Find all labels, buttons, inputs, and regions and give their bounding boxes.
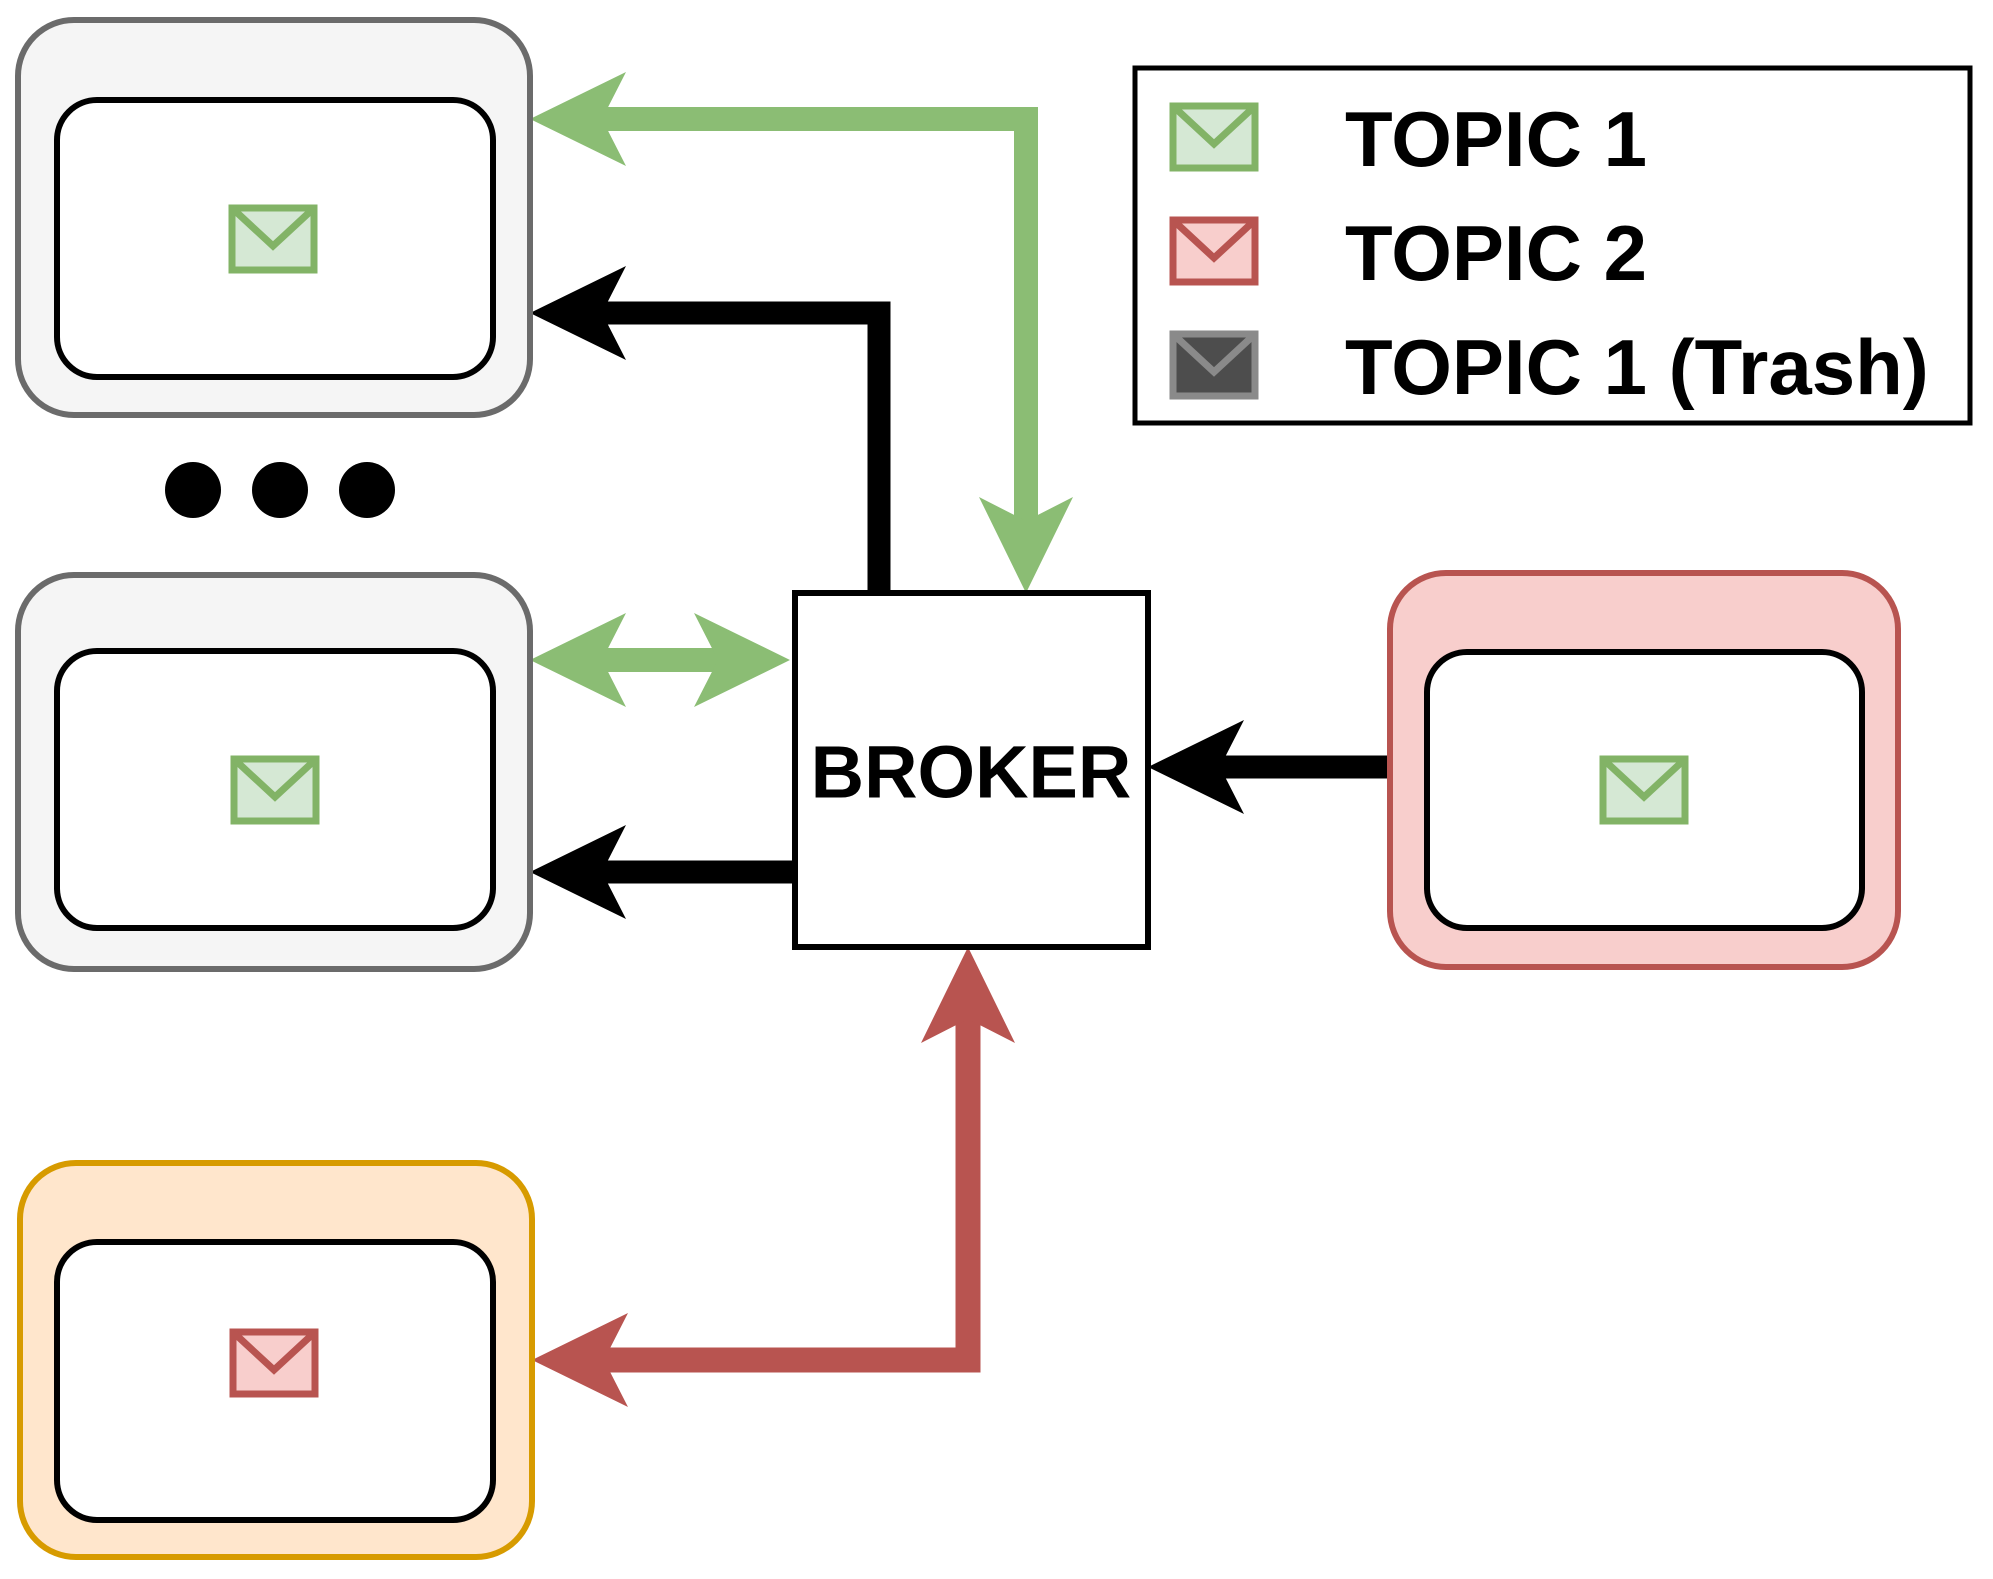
subscriber-node-1 — [15, 17, 533, 418]
arrowhead-up-icon — [921, 947, 1015, 1043]
ellipsis-dot — [252, 462, 308, 518]
envelope-topic1-icon — [1603, 759, 1685, 821]
legend-item-topic1: TOPIC 1 — [1173, 95, 1647, 183]
ellipsis-dot — [339, 462, 395, 518]
publisher-node-bottom — [17, 1160, 535, 1560]
arrowhead-right-icon — [694, 613, 790, 707]
legend-label: TOPIC 1 — [1345, 95, 1647, 183]
edge-broker-subscriber1-trash — [530, 266, 891, 593]
envelope-trash-icon — [1173, 334, 1255, 396]
broker-box — [792, 590, 1151, 950]
legend: TOPIC 1 TOPIC 2 TOPIC 1 (Trash) — [1132, 65, 1973, 426]
broker-node: BROKER — [792, 590, 1151, 950]
envelope-topic1-icon — [234, 759, 316, 821]
arrowhead-down-icon — [979, 497, 1073, 593]
legend-item-topic1-trash: TOPIC 1 (Trash) — [1173, 323, 1929, 411]
arrowhead-left-icon — [530, 266, 626, 360]
edge-broker-subscriber2-trash — [530, 825, 795, 919]
arrowhead-left-icon — [530, 825, 626, 919]
broker-label: BROKER — [811, 731, 1132, 814]
envelope-topic2-icon — [233, 1332, 315, 1394]
envelope-green-icon — [1173, 106, 1255, 168]
subscriber-node-2 — [15, 572, 533, 972]
edge-broker-subscriber2-topic1 — [530, 613, 790, 707]
arrowhead-left-icon — [530, 613, 626, 707]
legend-label: TOPIC 1 (Trash) — [1345, 323, 1929, 411]
legend-item-topic2: TOPIC 2 — [1173, 209, 1647, 297]
arrowhead-left-icon — [530, 72, 626, 166]
envelope-topic1-icon — [232, 208, 314, 270]
arrowhead-left-icon — [532, 1313, 628, 1407]
legend-box — [1132, 65, 1973, 426]
edge-publisher-bottom-broker-topic2 — [532, 947, 1015, 1407]
ellipsis-dot — [165, 462, 221, 518]
legend-label: TOPIC 2 — [1345, 209, 1647, 297]
arrowhead-left-icon — [1148, 720, 1244, 814]
publisher-node-right — [1387, 570, 1901, 970]
more-subscribers-ellipsis — [165, 462, 395, 518]
edge-publisher-right-broker — [1148, 720, 1390, 814]
envelope-red-icon — [1173, 220, 1255, 282]
edge-broker-subscriber1-topic1 — [530, 72, 1073, 593]
